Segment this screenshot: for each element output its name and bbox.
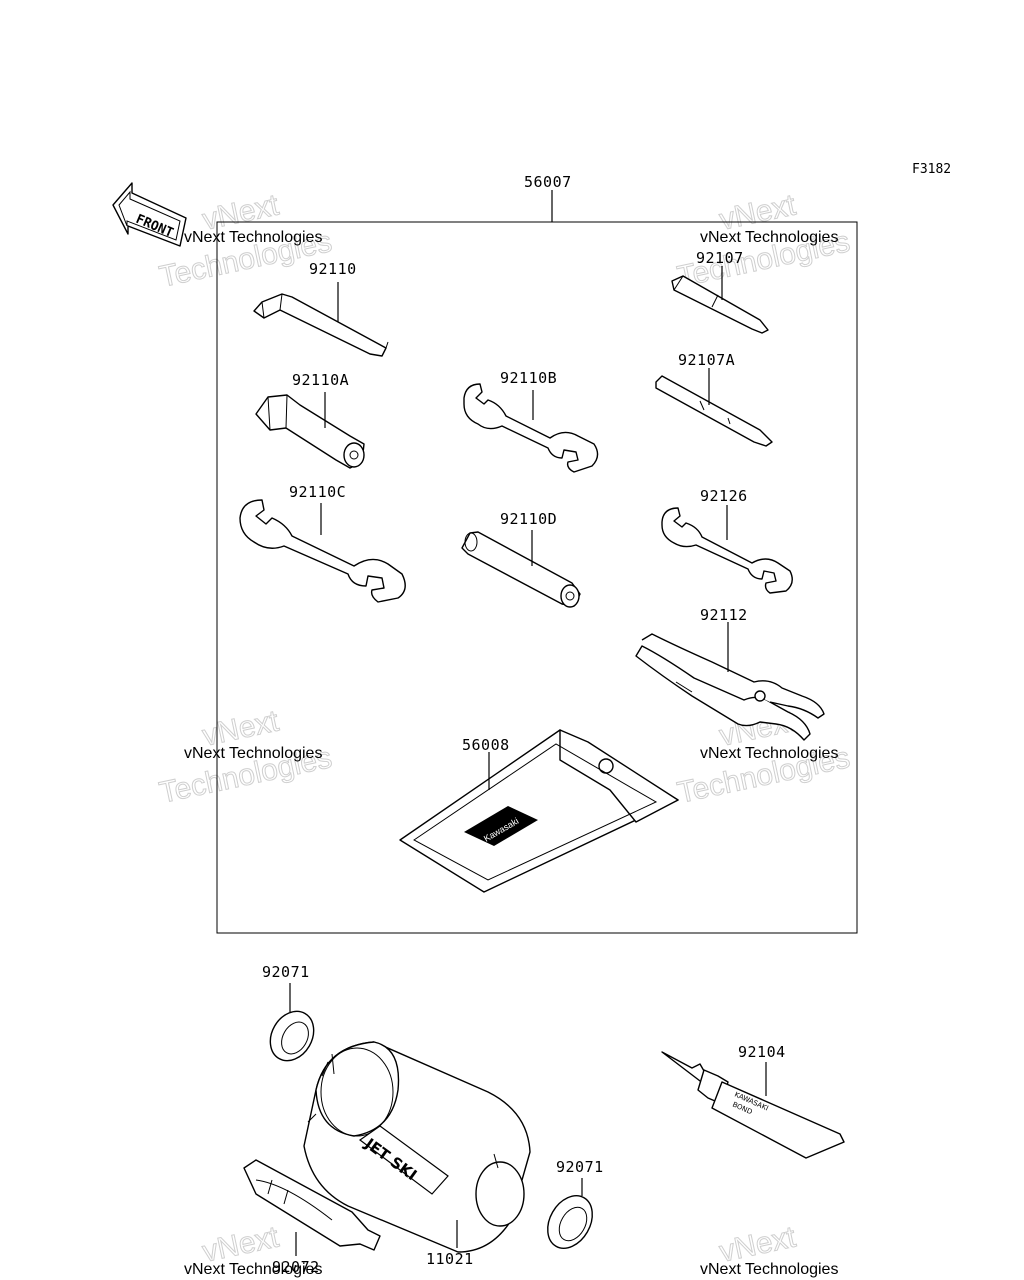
svg-text:vNext Technologies: vNext Technologies	[700, 229, 838, 246]
svg-text:vNext Technologies: vNext Technologies	[700, 745, 838, 762]
part-92071-seal-ring-lower: 92071	[547, 1158, 604, 1249]
watermark-top-left: Technologies vNext vNext Technologies	[156, 188, 335, 294]
svg-text:92126: 92126	[700, 487, 748, 505]
part-92107A-screwdriver-bit: 92107A	[655, 351, 773, 447]
svg-text:56008: 56008	[462, 736, 510, 754]
kit-part-number: 56007	[524, 173, 572, 191]
svg-text:92110B: 92110B	[500, 369, 557, 387]
figure-code: F3182	[912, 162, 951, 177]
svg-text:92112: 92112	[700, 606, 748, 624]
svg-text:92104: 92104	[738, 1043, 786, 1061]
watermark-bottom-left: vNext vNext Technologies	[184, 1220, 322, 1278]
svg-text:vNext Technologies: vNext Technologies	[184, 745, 322, 762]
part-92110A-socket: 92110A	[255, 371, 365, 469]
part-92110D-tube-wrench: 92110D	[461, 510, 581, 608]
part-92107-screwdriver-bit: 92107	[671, 249, 769, 334]
part-92110B-wrench: 92110B	[463, 369, 599, 473]
svg-text:11021: 11021	[426, 1250, 474, 1268]
svg-text:92110: 92110	[309, 260, 357, 278]
part-92071-seal-ring-upper: 92071	[262, 963, 315, 1062]
watermark-bottom-right: vNext vNext Technologies	[700, 1220, 838, 1278]
front-direction-arrow-icon: FRONT	[112, 182, 187, 247]
svg-text:92107: 92107	[696, 249, 744, 267]
part-92110-hex-key: 92110	[253, 260, 389, 357]
part-92126-wrench: 92126	[661, 487, 793, 594]
part-56008-tool-pouch: Kawasaki 56008	[399, 729, 679, 893]
svg-text:92107A: 92107A	[678, 351, 735, 369]
svg-text:vNext Technologies: vNext Technologies	[184, 229, 322, 246]
svg-text:92071: 92071	[262, 963, 310, 981]
svg-text:vNext Technologies: vNext Technologies	[184, 1261, 322, 1278]
svg-text:92071: 92071	[556, 1158, 604, 1176]
part-92110C-wrench: 92110C	[239, 483, 406, 603]
watermark-middle-left: Technologies vNext vNext Technologies	[156, 704, 335, 810]
svg-text:92110A: 92110A	[292, 371, 349, 389]
part-92104-bond-tube: KAWASAKI BOND 92104	[661, 1043, 845, 1159]
svg-text:vNext Technologies: vNext Technologies	[700, 1261, 838, 1278]
svg-text:92072: 92072	[272, 1258, 320, 1276]
svg-text:92110C: 92110C	[289, 483, 346, 501]
kit-frame	[216, 221, 858, 934]
svg-text:92110D: 92110D	[500, 510, 557, 528]
part-11021-container: JET SKI 11021	[303, 1041, 531, 1268]
part-92072-strap: 92072	[243, 1159, 381, 1276]
watermark-top-right: Technologies vNext vNext Technologies	[674, 188, 853, 294]
part-92112-pliers: 92112	[635, 606, 825, 741]
